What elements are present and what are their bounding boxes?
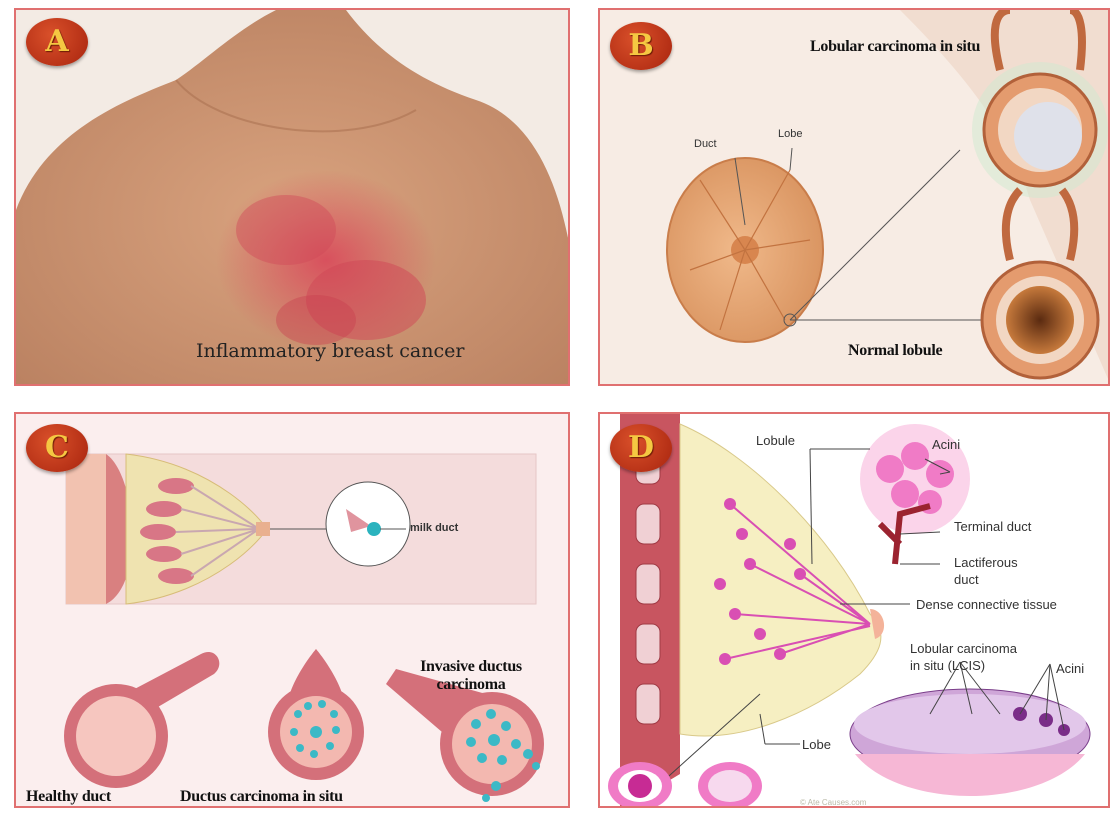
label-invasive-ductus-carcinoma: Invasive ductus carcinoma bbox=[396, 658, 546, 694]
label-normal-lobule: Normal lobule bbox=[848, 342, 942, 360]
panel-d-anatomy: D Lobule Acini Terminal duct Lactiferous… bbox=[598, 412, 1110, 808]
label-lobe: Lobe bbox=[778, 128, 802, 140]
label-duct: Duct bbox=[694, 138, 717, 150]
badge-d: D bbox=[610, 424, 672, 472]
label-milk-duct: milk duct bbox=[410, 522, 458, 534]
panel-b-lcis: B Lobular carcinoma in situ Normal lobul… bbox=[598, 8, 1110, 386]
panel-a-illustration bbox=[16, 10, 570, 386]
label-healthy-duct: Healthy duct bbox=[26, 788, 111, 806]
badge-c: C bbox=[26, 424, 88, 472]
panel-c-illustration bbox=[16, 414, 570, 808]
panel-a-inflammatory: A Inflammatory breast cancer bbox=[14, 8, 570, 386]
label-ductus-carcinoma-in-situ: Ductus carcinoma in situ bbox=[180, 788, 343, 806]
label-lcis-line2: in situ (LCIS) bbox=[910, 657, 985, 674]
label-acini-bottom: Acini bbox=[1056, 660, 1084, 677]
label-lcis-line1: Lobular carcinoma bbox=[910, 640, 1017, 657]
badge-a: A bbox=[26, 18, 88, 66]
label-acini-top: Acini bbox=[932, 436, 960, 453]
label-lobule: Lobule bbox=[756, 432, 795, 449]
label-terminal-duct: Terminal duct bbox=[954, 518, 1044, 535]
watermark: © Ate Causes.com bbox=[800, 798, 866, 807]
label-lobe: Lobe bbox=[802, 736, 831, 753]
label-dense-connective-tissue: Dense connective tissue bbox=[916, 596, 1076, 613]
caption-inflammatory-breast-cancer: Inflammatory breast cancer bbox=[196, 340, 464, 362]
panel-b-illustration bbox=[600, 10, 1110, 386]
label-lobular-carcinoma-in-situ: Lobular carcinoma in situ bbox=[810, 38, 980, 56]
badge-b: B bbox=[610, 22, 672, 70]
panel-c-ductal: C milk duct Invasive ductus carcinoma He… bbox=[14, 412, 570, 808]
label-lactiferous-duct: Lactiferous duct bbox=[954, 554, 1044, 588]
